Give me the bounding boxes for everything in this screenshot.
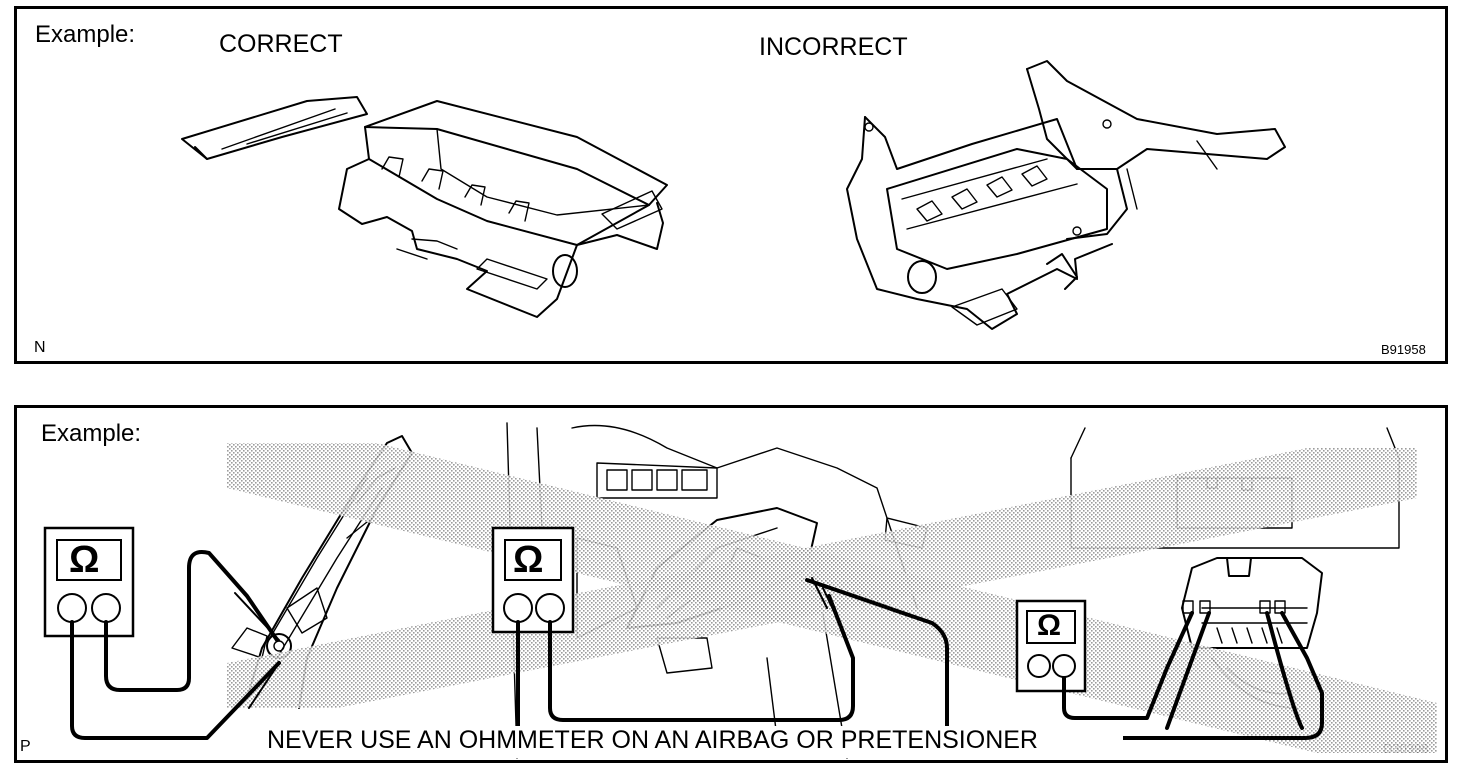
ohmmeter-icon bbox=[491, 526, 575, 634]
ohmmeter-warning-panel: Example: P D30398 bbox=[14, 405, 1448, 763]
ohmmeter-icon bbox=[1015, 599, 1087, 693]
prohibition-cross bbox=[227, 443, 1437, 753]
ohm-symbol: Ω bbox=[69, 539, 100, 581]
example-label: Example: bbox=[41, 420, 142, 447]
example-label: Example: bbox=[35, 21, 136, 48]
incorrect-label: INCORRECT bbox=[759, 33, 908, 61]
correct-incorrect-panel: Example: CORRECT INCORRECT N B91958 bbox=[14, 6, 1448, 364]
airbag-module-incorrect-drawing bbox=[846, 60, 1286, 330]
ohm-symbol: Ω bbox=[1037, 609, 1062, 642]
airbag-module-correct-drawing bbox=[181, 96, 668, 318]
correct-label: CORRECT bbox=[219, 30, 343, 58]
corner-letter: P bbox=[20, 738, 31, 755]
warning-text: NEVER USE AN OHMMETER ON AN AIRBAG OR PR… bbox=[267, 726, 1038, 754]
test-leads bbox=[70, 550, 1324, 740]
figure-code: B91958 bbox=[1381, 342, 1426, 357]
ohmmeter-icon bbox=[43, 526, 135, 638]
corner-letter: N bbox=[34, 339, 46, 356]
ohm-symbol: Ω bbox=[513, 539, 544, 581]
